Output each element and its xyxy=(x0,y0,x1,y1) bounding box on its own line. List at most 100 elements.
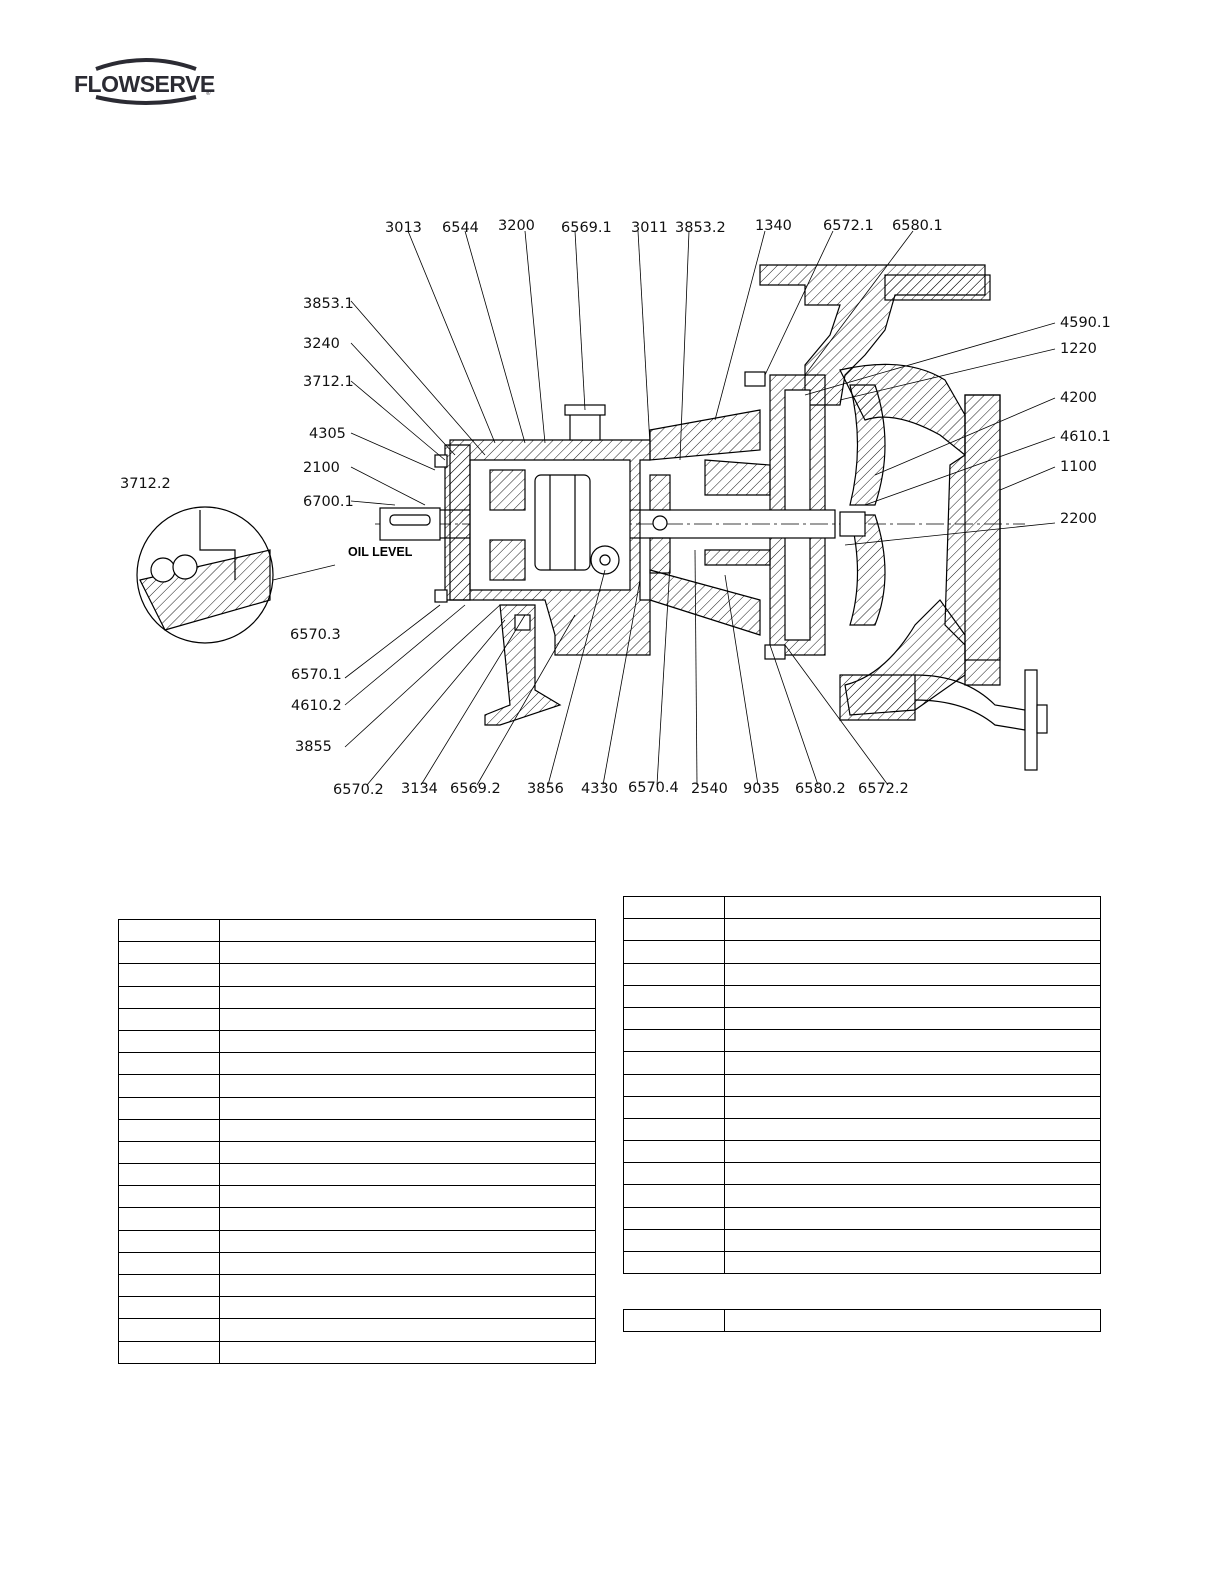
table-cell-description xyxy=(219,1185,596,1209)
callout-3855: 3855 xyxy=(295,739,332,755)
table-row xyxy=(117,1251,596,1276)
table-cell-description xyxy=(724,940,1101,964)
callout-1220: 1220 xyxy=(1060,341,1097,357)
table-cell-description xyxy=(724,918,1101,942)
table-row xyxy=(622,1162,1101,1186)
table-row xyxy=(117,963,596,987)
table-cell-description xyxy=(219,1118,596,1142)
table-cell-description xyxy=(219,1007,596,1031)
table-cell-number xyxy=(117,1340,221,1364)
table-row xyxy=(622,1117,1101,1142)
callout-4330: 4330 xyxy=(581,781,618,797)
table-cell-description xyxy=(724,984,1101,1008)
table-row xyxy=(117,941,596,965)
table-cell-description xyxy=(724,1029,1101,1053)
table-row xyxy=(622,984,1101,1008)
table-cell-number xyxy=(117,985,221,1009)
callout-2200: 2200 xyxy=(1060,511,1097,527)
table-cell-description xyxy=(219,1140,596,1165)
table-cell-description xyxy=(219,1273,596,1298)
table-row xyxy=(622,940,1101,964)
table-cell-description xyxy=(219,1029,596,1054)
table-row xyxy=(117,1118,596,1142)
table-row xyxy=(622,962,1101,986)
table-cell-number xyxy=(117,1273,221,1298)
table-row xyxy=(117,1029,596,1054)
table-cell-number xyxy=(622,1250,726,1275)
table-cell-description xyxy=(724,1073,1101,1097)
table-cell-number xyxy=(117,918,221,943)
table-row xyxy=(117,1007,596,1031)
flowserve-logo: FLOWSERVE ® xyxy=(74,55,219,115)
table-cell-number xyxy=(117,1074,221,1098)
logo-text: FLOWSERVE xyxy=(74,71,215,97)
table-row xyxy=(117,1207,596,1231)
table-row xyxy=(117,1185,596,1209)
table-cell-number xyxy=(117,1251,221,1276)
table-cell-number xyxy=(622,1073,726,1097)
table-cell-number xyxy=(622,962,726,986)
table-row xyxy=(622,1184,1101,1208)
table-cell-number xyxy=(622,895,726,920)
logo-registered-mark: ® xyxy=(206,91,211,97)
table-cell-description xyxy=(724,1006,1101,1031)
callout-6572-1: 6572.1 xyxy=(823,218,874,234)
table-cell-description xyxy=(724,1162,1101,1186)
callout-1340: 1340 xyxy=(755,218,792,234)
callout-6570-1: 6570.1 xyxy=(291,667,342,683)
table-row xyxy=(117,1318,596,1342)
table-row xyxy=(117,918,596,943)
callout-4305: 4305 xyxy=(309,426,346,442)
table-row xyxy=(622,1250,1101,1275)
table-cell-description xyxy=(219,1340,596,1364)
callout-3856: 3856 xyxy=(527,781,564,797)
table-cell-description xyxy=(724,1051,1101,1075)
table-cell-number xyxy=(117,1118,221,1142)
table-cell-number xyxy=(622,1308,726,1333)
table-cell-description xyxy=(219,1074,596,1098)
oil-level-label: OIL LEVEL xyxy=(348,545,413,559)
table-row xyxy=(622,1095,1101,1119)
table-cell-number xyxy=(117,1163,221,1187)
table-cell-number xyxy=(622,1162,726,1186)
table-cell-description xyxy=(219,1052,596,1076)
callout-3011: 3011 xyxy=(631,220,668,236)
callout-labels: 3013 6544 3200 6569.1 3011 3853.2 1340 6… xyxy=(120,218,1111,798)
callout-6544: 6544 xyxy=(442,220,479,236)
table-cell-description xyxy=(219,1318,596,1342)
callout-4200: 4200 xyxy=(1060,390,1097,406)
table-row xyxy=(622,918,1101,942)
table-row xyxy=(622,1228,1101,1253)
table-row xyxy=(622,1140,1101,1164)
table-cell-number xyxy=(117,941,221,965)
table-cell-number xyxy=(117,1229,221,1253)
table-cell-number xyxy=(622,1006,726,1031)
callout-4610-1: 4610.1 xyxy=(1060,429,1111,445)
logo-arc-icon xyxy=(95,58,197,105)
callout-6570-4: 6570.4 xyxy=(628,780,679,796)
callout-1100: 1100 xyxy=(1060,459,1097,475)
callout-6580-1: 6580.1 xyxy=(892,218,943,234)
pump-geometry xyxy=(375,264,1048,771)
callout-3853-1: 3853.1 xyxy=(303,296,354,312)
table-row xyxy=(622,1308,1101,1333)
callout-6570-3: 6570.3 xyxy=(290,627,341,643)
table-row xyxy=(117,1052,596,1076)
callout-3200: 3200 xyxy=(498,218,535,234)
callout-6569-1: 6569.1 xyxy=(561,220,612,236)
table-cell-description xyxy=(724,1117,1101,1142)
table-row xyxy=(622,895,1101,920)
callout-3134: 3134 xyxy=(401,781,438,797)
table-row xyxy=(117,1229,596,1253)
callout-6580-2: 6580.2 xyxy=(795,781,846,797)
table-cell-number xyxy=(117,1007,221,1031)
callout-3712-2: 3712.2 xyxy=(120,476,171,492)
detail-view xyxy=(136,506,336,644)
table-cell-description xyxy=(219,1163,596,1187)
table-cell-description xyxy=(724,1140,1101,1164)
table-cell-number xyxy=(117,1318,221,1342)
table-cell-number xyxy=(622,1206,726,1230)
parts-table-right-extra xyxy=(622,1308,1101,1333)
callout-4590-1: 4590.1 xyxy=(1060,315,1111,331)
table-cell-number xyxy=(117,1029,221,1054)
